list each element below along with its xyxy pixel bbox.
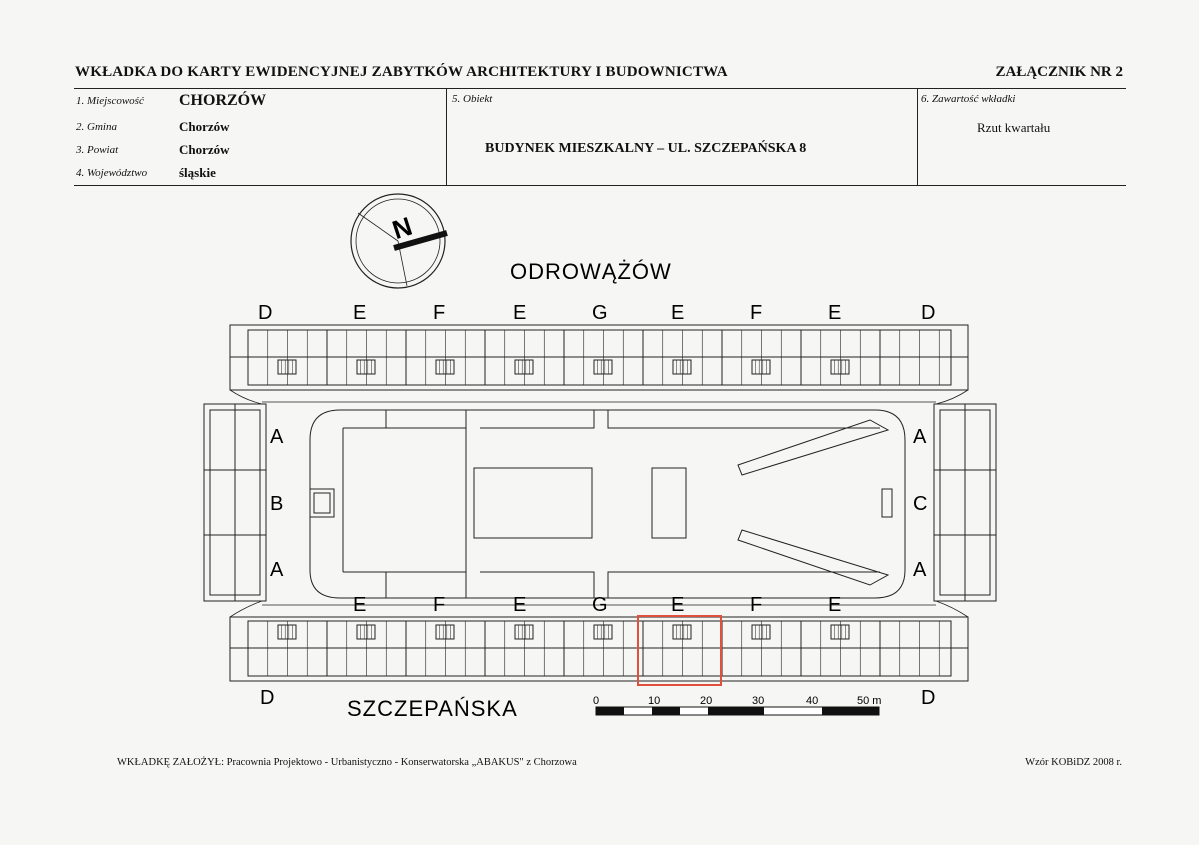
courtyard: [309, 409, 906, 599]
stair-icon: [356, 624, 376, 640]
stair-icon: [356, 359, 376, 375]
stair-icon: [514, 624, 534, 640]
highlighted-building: [637, 615, 722, 686]
annex-number: ZAŁĄCZNIK NR 2: [995, 64, 1123, 80]
stair-icon: [277, 359, 297, 375]
stair-icon: [514, 359, 534, 375]
section-label-bottom: F: [433, 594, 445, 616]
street-south-label: SZCZEPAŃSKA: [347, 696, 518, 721]
powiat-value: Chorzów: [179, 142, 230, 157]
column-divider-2: [917, 88, 918, 186]
north-letter: N: [389, 211, 416, 245]
stair-icon: [751, 359, 771, 375]
section-label-bottom: E: [513, 594, 526, 616]
section-label-corner-left: D: [260, 687, 274, 709]
scale-tick-label: 50 m: [857, 695, 881, 707]
stair-icon: [593, 624, 613, 640]
top-wing: [229, 324, 969, 391]
section-label-top: E: [513, 302, 526, 324]
section-label-bottom: G: [592, 594, 608, 616]
gmina-value: Chorzów: [179, 119, 230, 134]
scale-tick-label: 30: [752, 695, 764, 707]
section-label-east: C: [913, 493, 927, 515]
section-label-west: A: [270, 426, 284, 448]
gmina-label: 2. Gmina: [76, 121, 117, 133]
stair-icon: [830, 359, 850, 375]
scale-tick-label: 0: [593, 695, 599, 707]
footer-template: Wzór KOBiDZ 2008 r.: [1025, 757, 1122, 768]
section-label-east: A: [913, 426, 927, 448]
section-label-top: D: [921, 302, 935, 324]
form-title: WKŁADKA DO KARTY EWIDENCYJNEJ ZABYTKÓW A…: [75, 64, 728, 80]
section-label-west: A: [270, 559, 284, 581]
header-top-rule: [74, 88, 1126, 89]
stair-icon: [593, 359, 613, 375]
stair-icon: [751, 624, 771, 640]
section-label-top: F: [750, 302, 762, 324]
section-label-top: F: [433, 302, 445, 324]
stair-icon: [435, 359, 455, 375]
section-label-east: A: [913, 559, 927, 581]
miejscowosc-label: 1. Miejscowość: [76, 95, 144, 107]
footer-author: WKŁADKĘ ZAŁOŻYŁ: Pracownia Projektowo - …: [117, 757, 577, 768]
stair-icon: [277, 624, 297, 640]
scale-tick-label: 20: [700, 695, 712, 707]
obiekt-value: BUDYNEK MIESZKALNY – UL. SZCZEPAŃSKA 8: [485, 141, 807, 156]
street-north-label: ODROWĄŻÓW: [510, 259, 672, 284]
obiekt-label: 5. Obiekt: [452, 93, 493, 105]
stair-icon: [672, 624, 692, 640]
section-label-top: E: [353, 302, 366, 324]
wojewodztwo-label: 4. Województwo: [76, 167, 148, 179]
column-divider-1: [446, 88, 447, 186]
section-label-top: E: [671, 302, 684, 324]
section-label-top: D: [258, 302, 272, 324]
scale-tick-label: 10: [648, 695, 660, 707]
section-label-bottom: E: [671, 594, 684, 616]
section-label-bottom: F: [750, 594, 762, 616]
zawartosc-value: Rzut kwartału: [977, 120, 1051, 135]
scale-tick-label: 40: [806, 695, 818, 707]
section-label-corner-right: D: [921, 687, 935, 709]
section-label-top: G: [592, 302, 608, 324]
wojewodztwo-value: śląskie: [179, 165, 216, 180]
west-wing: [203, 403, 267, 602]
header-bottom-rule: [74, 185, 1126, 186]
miejscowosc-value: CHORZÓW: [179, 92, 267, 109]
section-label-top: E: [828, 302, 841, 324]
section-label-bottom: E: [353, 594, 366, 616]
bottom-wing: [229, 616, 969, 682]
zawartosc-label: 6. Zawartość wkładki: [921, 93, 1016, 105]
section-label-west: B: [270, 493, 283, 515]
east-wing: [933, 403, 997, 602]
section-label-bottom: E: [828, 594, 841, 616]
stair-icon: [435, 624, 455, 640]
scale-bar: 0 10 20 30 40 50 m: [593, 695, 881, 716]
north-arrow-icon: N: [350, 193, 448, 289]
stair-icon: [672, 359, 692, 375]
powiat-label: 3. Powiat: [76, 144, 119, 156]
stair-icon: [830, 624, 850, 640]
